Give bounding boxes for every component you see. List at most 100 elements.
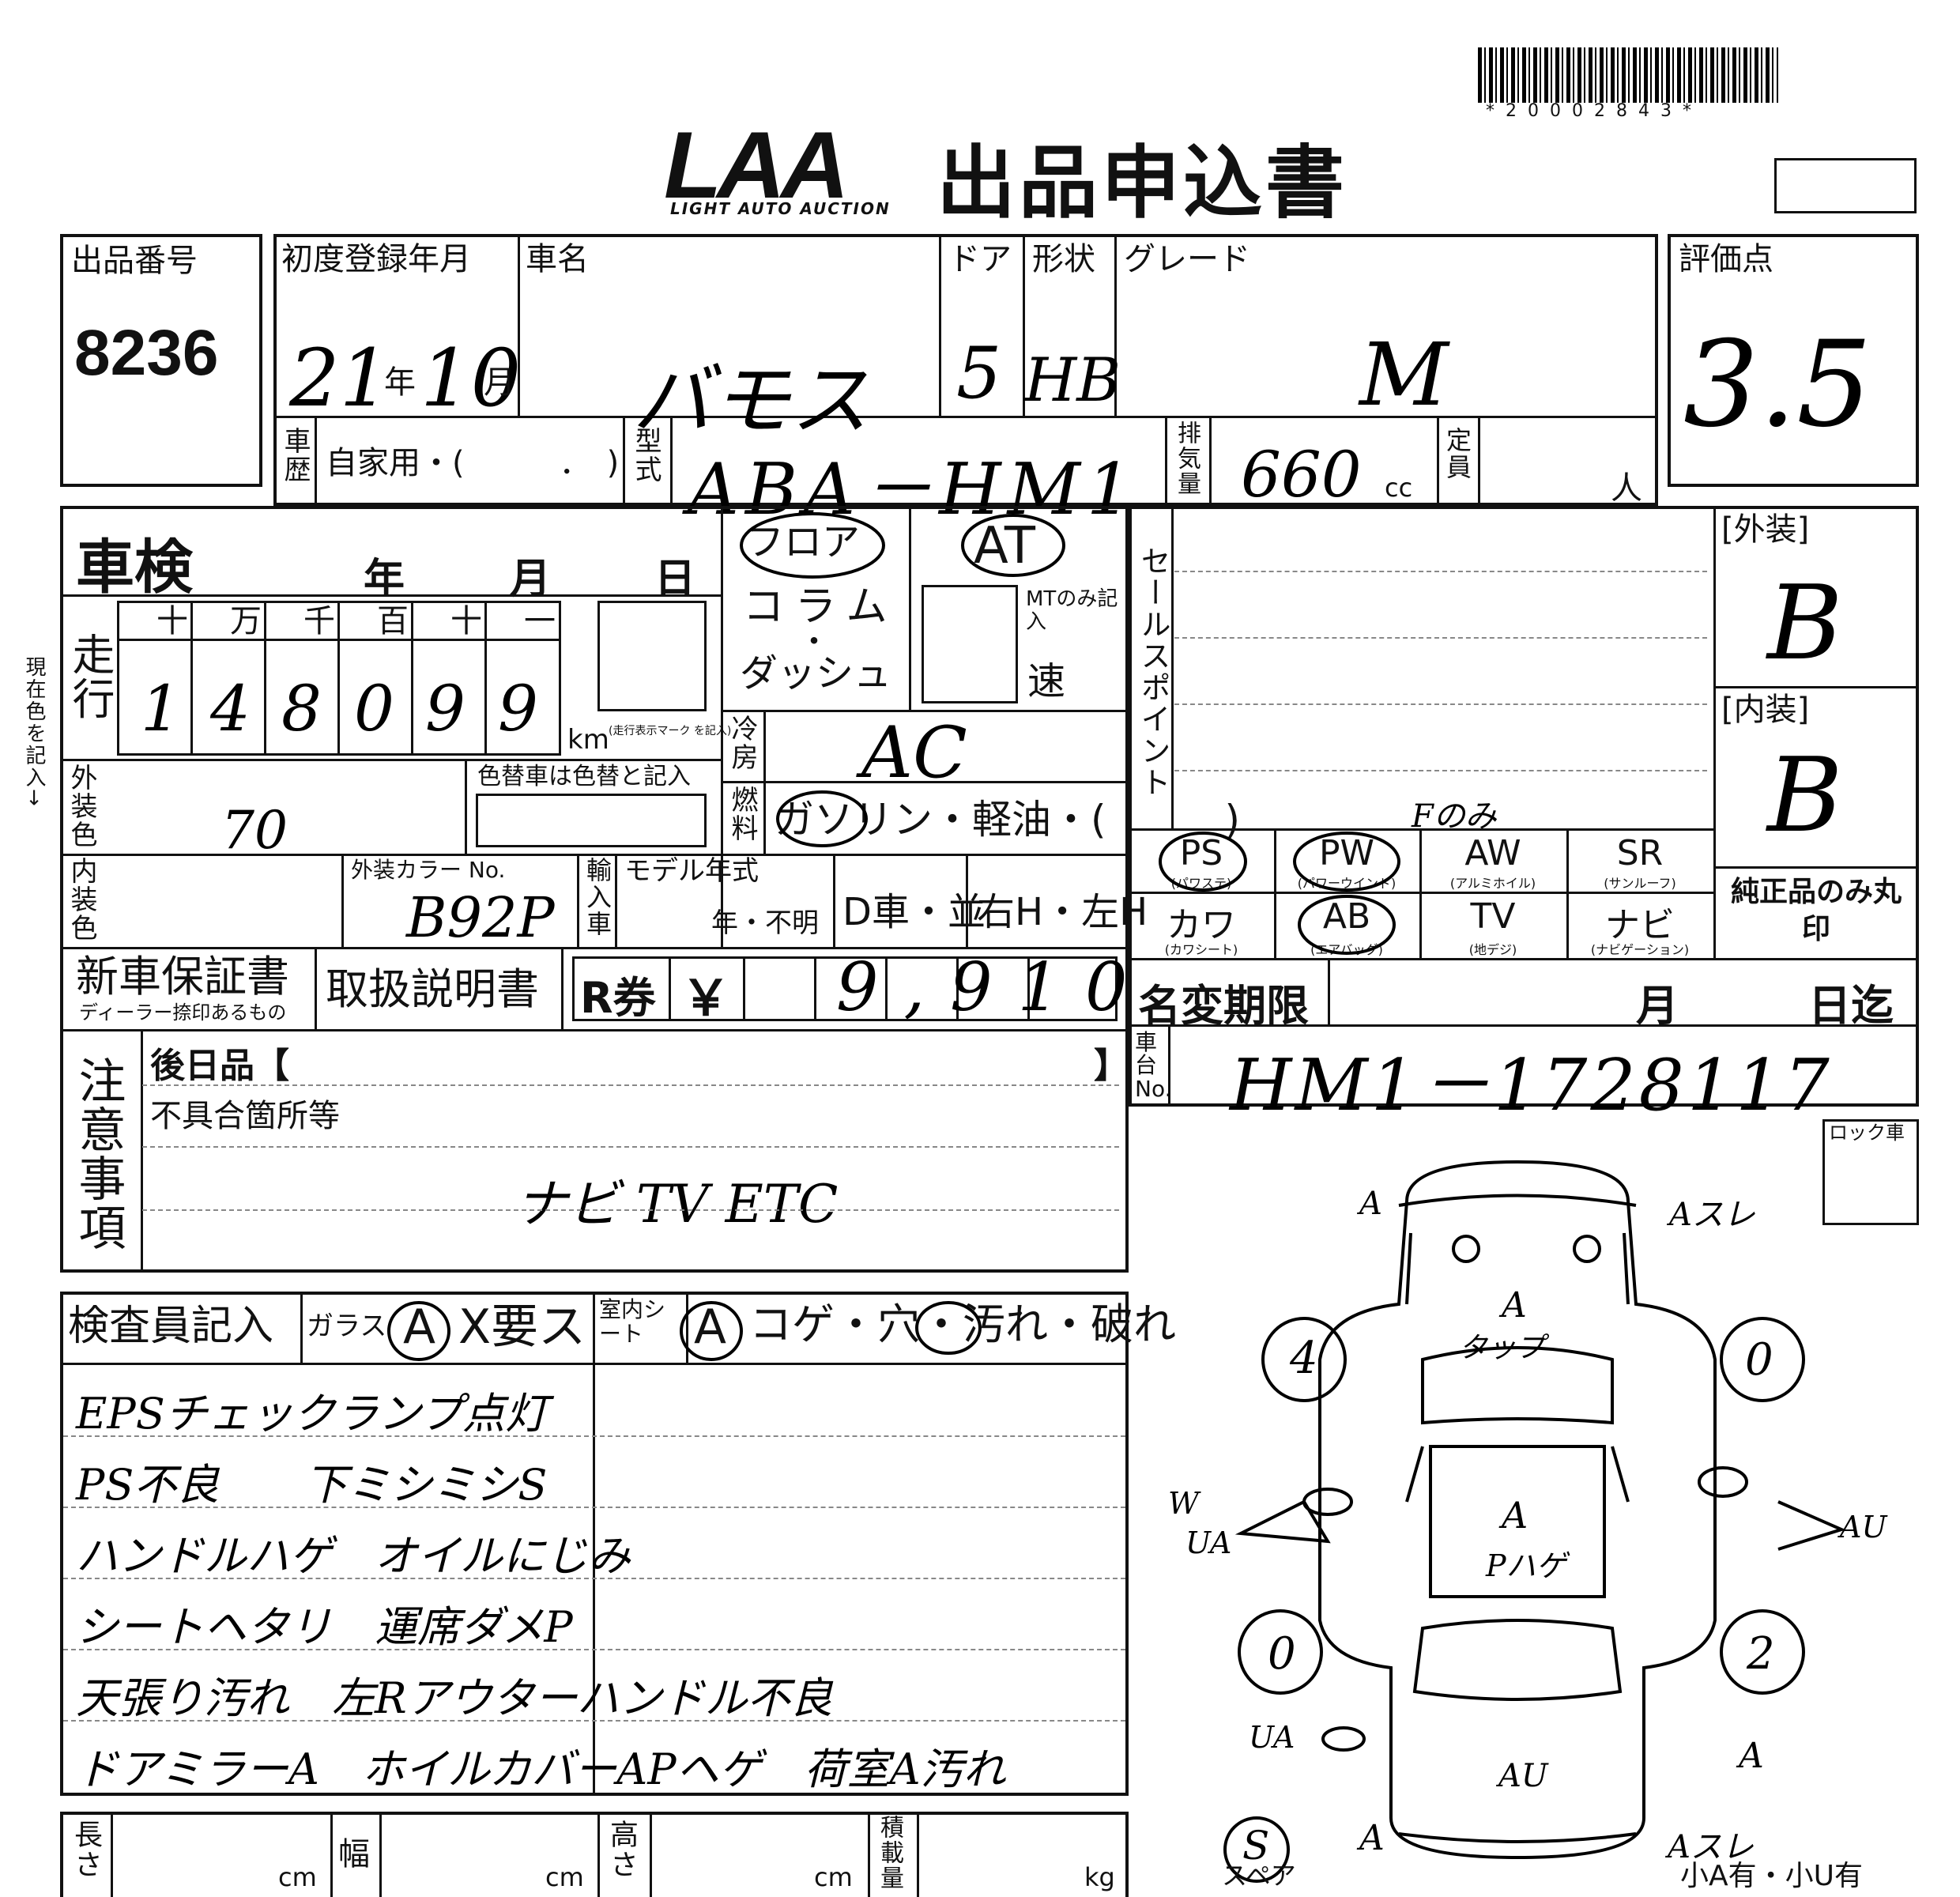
page-title: 出品申込書 [937, 137, 1348, 229]
capacity-label: 定員 [1442, 427, 1472, 481]
genuine-label: 純正品のみ丸印 [1730, 876, 1902, 945]
notes-label: 注意事項 [70, 1056, 126, 1252]
name-change-label: 名変期限 [1138, 981, 1309, 1031]
inspector-line-4: シートヘタリ 運席ダメP [76, 1602, 573, 1652]
mark-19: S [1242, 1823, 1270, 1869]
mt-speed-box [922, 585, 1018, 703]
door-label: ドア [948, 241, 1012, 277]
lot-box [60, 234, 262, 487]
shift-dot: ・ [798, 624, 830, 660]
dimensions-row [60, 1812, 1129, 1897]
load-unit: kg [1084, 1862, 1115, 1892]
repaint-box [476, 794, 707, 847]
lock-box [1822, 1119, 1919, 1225]
model-label: 型式 [630, 427, 662, 484]
mark-5: 4 [1290, 1333, 1318, 1384]
logo-subtitle: LIGHT AUTO AUCTION [670, 199, 891, 218]
int-grade: B [1767, 735, 1843, 855]
glass-label: ガラス [307, 1311, 387, 1342]
name-change-day: 日迄 [1808, 981, 1894, 1031]
stamp-box [1774, 158, 1917, 213]
shape-label: 形状 [1032, 241, 1095, 277]
r-ticket-box [572, 956, 1118, 1021]
equip-leather[interactable]: カワ (カワシート) [1129, 896, 1274, 958]
length-label: 長さ [70, 1820, 102, 1880]
equip-tv[interactable]: TV (地デジ) [1419, 896, 1566, 958]
mileage-digit-2: 4 [210, 672, 251, 745]
spare-label: スペア [1222, 1861, 1296, 1891]
km-unit: km [567, 724, 609, 756]
logo: LAA LIGHT AUTO AUCTION [664, 112, 925, 221]
lot-number: 8236 [74, 317, 219, 389]
chassis-number: HM1－1728117 [1230, 1044, 1833, 1127]
first-reg-month-unit: 月 [484, 364, 515, 401]
r-ticket-label: R券 [580, 973, 656, 1023]
mark-18: Aスレ [1668, 1829, 1754, 1865]
equip-tv-sub: (地デジ) [1468, 942, 1517, 957]
mileage-label: 走行 [65, 632, 115, 721]
dealer-option[interactable]: D車・並 [842, 890, 986, 934]
repaint-label: 色替車は色替と記入 [477, 763, 691, 790]
equip-aw-name: AW [1464, 833, 1521, 873]
digit-header-1: 十 [156, 603, 188, 639]
grade: M [1359, 324, 1449, 425]
capacity-unit: 人 [1611, 470, 1642, 507]
warranty-label[interactable]: 新車保証書 [76, 952, 289, 1001]
first-reg-year: 21 [289, 332, 390, 424]
mark-4: タップ [1459, 1332, 1545, 1364]
inspection-year: 年 [364, 556, 405, 603]
mark-11: AU [1840, 1510, 1887, 1544]
mark-8: Pハゲ [1486, 1548, 1566, 1583]
ext-color: 70 [221, 800, 288, 861]
color-no: B92P [406, 885, 555, 950]
lot-label: 出品番号 [71, 243, 198, 279]
equip-sr[interactable]: SR (サンルーフ) [1566, 833, 1713, 892]
handle-option[interactable]: 右H・左H [977, 890, 1148, 934]
int-grade-label: [内装] [1721, 692, 1810, 728]
import-label: 輸入車 [582, 857, 612, 937]
equip-sr-sub: (サンルーフ) [1604, 876, 1676, 891]
score: 3.5 [1683, 316, 1872, 454]
equip-aw-sub: (アルミホイル) [1449, 876, 1536, 891]
equip-aw[interactable]: AW (アルミホイル) [1419, 833, 1566, 892]
mark-1: A [1359, 1186, 1382, 1222]
first-reg-month: 10 [420, 332, 522, 424]
vehicle-info-box [273, 234, 1658, 506]
warranty-sub: ディーラー捺印あるもの [79, 1001, 287, 1024]
shift-at[interactable]: AT [974, 517, 1035, 575]
seat-label: 室内シート [599, 1296, 666, 1347]
model-year-value: 年・不明 [711, 907, 819, 939]
mileage-digit-3: 8 [281, 672, 322, 745]
manual-label[interactable]: 取扱説明書 [326, 964, 539, 1014]
shift-dash[interactable]: ダッシュ [740, 651, 892, 696]
grade-label: グレード [1124, 241, 1250, 277]
mark-3: A [1502, 1285, 1527, 1326]
shift-column[interactable]: コラム [743, 583, 899, 631]
inspector-line-3: ハンドルハゲ オイルにじみ [76, 1531, 631, 1581]
car-name-label: 車名 [526, 241, 589, 277]
color-no-label: 外装カラー No. [351, 857, 506, 883]
equip-navi-name: ナビ [1605, 905, 1675, 945]
glass-rest[interactable]: X要ス [458, 1299, 586, 1355]
equip-navi[interactable]: ナビ (ナビゲーション) [1566, 896, 1713, 958]
first-reg-label: 初度登録年月 [281, 241, 471, 277]
mark-7: A [1502, 1494, 1528, 1537]
displacement-label: 排気量 [1173, 421, 1200, 496]
ext-grade: B [1767, 563, 1843, 683]
mileage-digit-4: 0 [354, 672, 394, 745]
shape: HB [1024, 345, 1121, 415]
inspector-line-2: PS不良 下ミシミシS [76, 1460, 548, 1510]
mileage-digit-1: 1 [141, 672, 181, 745]
inspector-line-5: 天張り汚れ 左Rアウターハンドル不良 [76, 1673, 833, 1723]
front-only-note: Fのみ [1412, 798, 1497, 835]
history-value: 自家用・( ． ) [326, 445, 620, 481]
mt-speed: 速 [1027, 659, 1066, 703]
int-color-label: 内装色 [66, 857, 97, 942]
mark-16: A [1739, 1736, 1764, 1776]
defect-value: ナビ TV ETC [515, 1174, 839, 1235]
equip-leather-sub: (カワシート) [1164, 942, 1238, 957]
mark-12: 0 [1268, 1628, 1296, 1680]
barcode-number: *20002843* [1486, 101, 1702, 121]
first-reg-year-unit: 年 [384, 364, 416, 401]
